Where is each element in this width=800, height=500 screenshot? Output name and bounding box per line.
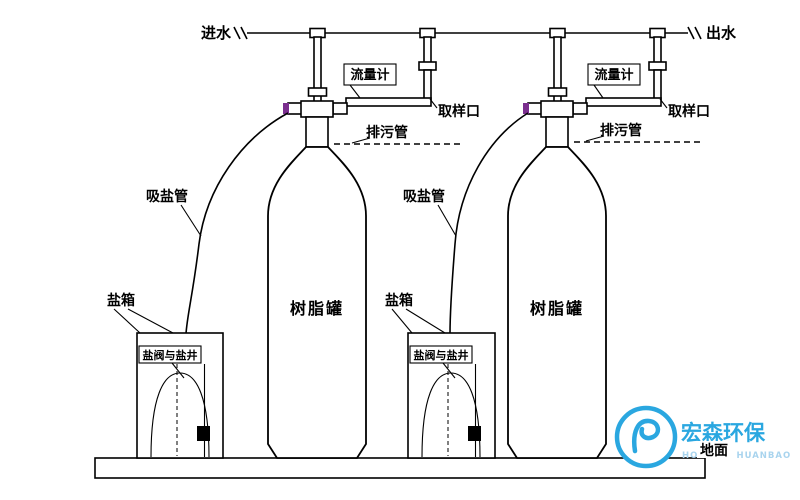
sampling-port-label-2: 取样口	[668, 103, 710, 120]
salt-suction-label-2: 吸盐管	[403, 188, 445, 205]
ground-label: 地面	[700, 442, 728, 459]
drain-pipe-label-1: 排污管	[366, 124, 408, 141]
unit2-valve-port-left	[527, 102, 543, 115]
flow-meter-label-2: 流量计	[594, 67, 633, 83]
unit2-valve-port-right	[572, 102, 588, 115]
unit1-riser-fitting	[307, 87, 328, 97]
drain-pipe-label-2: 排污管	[600, 122, 642, 139]
resin-tank-label-2: 树脂罐	[530, 299, 584, 318]
salt-suction-label-1: 吸盐管	[146, 188, 188, 205]
salt-suction-leader-2	[437, 204, 457, 237]
inlet-water-label: 进水	[201, 24, 232, 42]
unit2-riser-fitting	[547, 87, 568, 97]
unit1-sampling-riser-upper	[423, 36, 432, 65]
pipe-tee-1	[309, 27, 326, 39]
unit2-sampling-riser-lower	[653, 69, 662, 102]
unit1-valve-accent	[283, 103, 289, 114]
salt-box-leader-2b	[405, 308, 446, 334]
ground-label-bg	[697, 441, 735, 458]
unit1-salt-box: 盐阀与盐井	[136, 332, 224, 459]
unit2-valve-accent	[523, 103, 529, 114]
unit1-resin-tank: 树脂罐	[267, 116, 367, 459]
salt-box-label-1: 盐箱	[107, 292, 135, 309]
unit2-sampling-fitting	[648, 61, 667, 71]
unit2-salt-valve-well-leader	[442, 362, 456, 379]
pipe-tee-2	[419, 27, 436, 39]
unit2-tank-neck	[545, 116, 569, 148]
unit1-salt-valve-well-leader	[171, 362, 185, 379]
unit1-salt-valve-well-box	[138, 345, 202, 364]
sampling-port-leader-1	[429, 98, 438, 109]
salt-box-leader-1b	[127, 308, 174, 334]
unit1-flowmeter-pipe	[345, 97, 432, 107]
logo-swoosh-icon	[632, 418, 661, 454]
salt-suction-leader-1	[180, 204, 202, 237]
unit1-sampling-fitting	[418, 61, 437, 71]
ground-platform	[94, 457, 706, 479]
pipe-tee-4	[649, 27, 666, 39]
unit1-brine-valve	[197, 426, 210, 441]
flow-meter-label-1: 流量计	[350, 67, 389, 83]
pipe-break-left-icon	[233, 26, 248, 40]
sampling-port-leader-2	[659, 98, 668, 109]
unit2-piping	[449, 36, 700, 335]
pipe-tee-3	[549, 27, 566, 39]
flow-meter-box-2	[587, 63, 641, 86]
salt-box-leader-1a	[113, 308, 141, 334]
labels: 进水 出水 流量计 流量计 取样口 取样口 排污管 排污管 吸盐管 吸盐管 盐箱…	[107, 24, 737, 334]
salt-valve-well-label-2: 盐阀与盐井	[414, 348, 469, 362]
unit1-salt-suction-curve	[185, 112, 289, 335]
resin-tank-label-1: 树脂罐	[290, 299, 344, 318]
unit2-brine-valve	[468, 426, 481, 441]
unit2-salt-box: 盐阀与盐井	[407, 332, 496, 459]
flow-meter-leader-2	[593, 84, 604, 99]
unit1-piping	[185, 36, 463, 335]
unit2-tank-body	[507, 146, 607, 459]
flow-meter-box-1	[343, 63, 397, 86]
drain-pipe-leader-2	[585, 135, 605, 142]
main-inlet-outlet-pipe	[233, 26, 702, 40]
unit1-tank-neck	[305, 116, 329, 148]
salt-box-label-2: 盐箱	[385, 292, 413, 309]
pipe-break-right-icon	[687, 26, 702, 40]
outlet-water-label: 出水	[706, 24, 737, 42]
unit1-tank-body	[267, 146, 367, 459]
flow-meter-leader-1	[349, 84, 361, 99]
unit2-salt-suction-curve	[449, 112, 529, 335]
unit1-sampling-riser-lower	[423, 69, 432, 102]
unit2-salt-valve-well-box	[409, 345, 473, 364]
unit2-flowmeter-pipe	[585, 97, 662, 107]
salt-valve-well-label-1: 盐阀与盐井	[143, 348, 198, 362]
unit2-sampling-riser-upper	[653, 36, 662, 65]
unit1-valve-port-right	[332, 102, 348, 115]
drain-pipe-leader-1	[351, 137, 371, 144]
company-logo: 宏森环保 HONGSENHUANBAO	[614, 405, 791, 469]
unit1-control-valve-body	[300, 100, 334, 118]
unit1-valve-port-left	[287, 102, 303, 115]
logo-company-subtitle: HONGSENHUANBAO	[682, 451, 791, 461]
unit2-resin-tank: 树脂罐	[507, 116, 607, 459]
unit2-control-valve-body	[540, 100, 574, 118]
sampling-port-label-1: 取样口	[438, 103, 480, 120]
salt-box-leader-2a	[391, 308, 413, 334]
